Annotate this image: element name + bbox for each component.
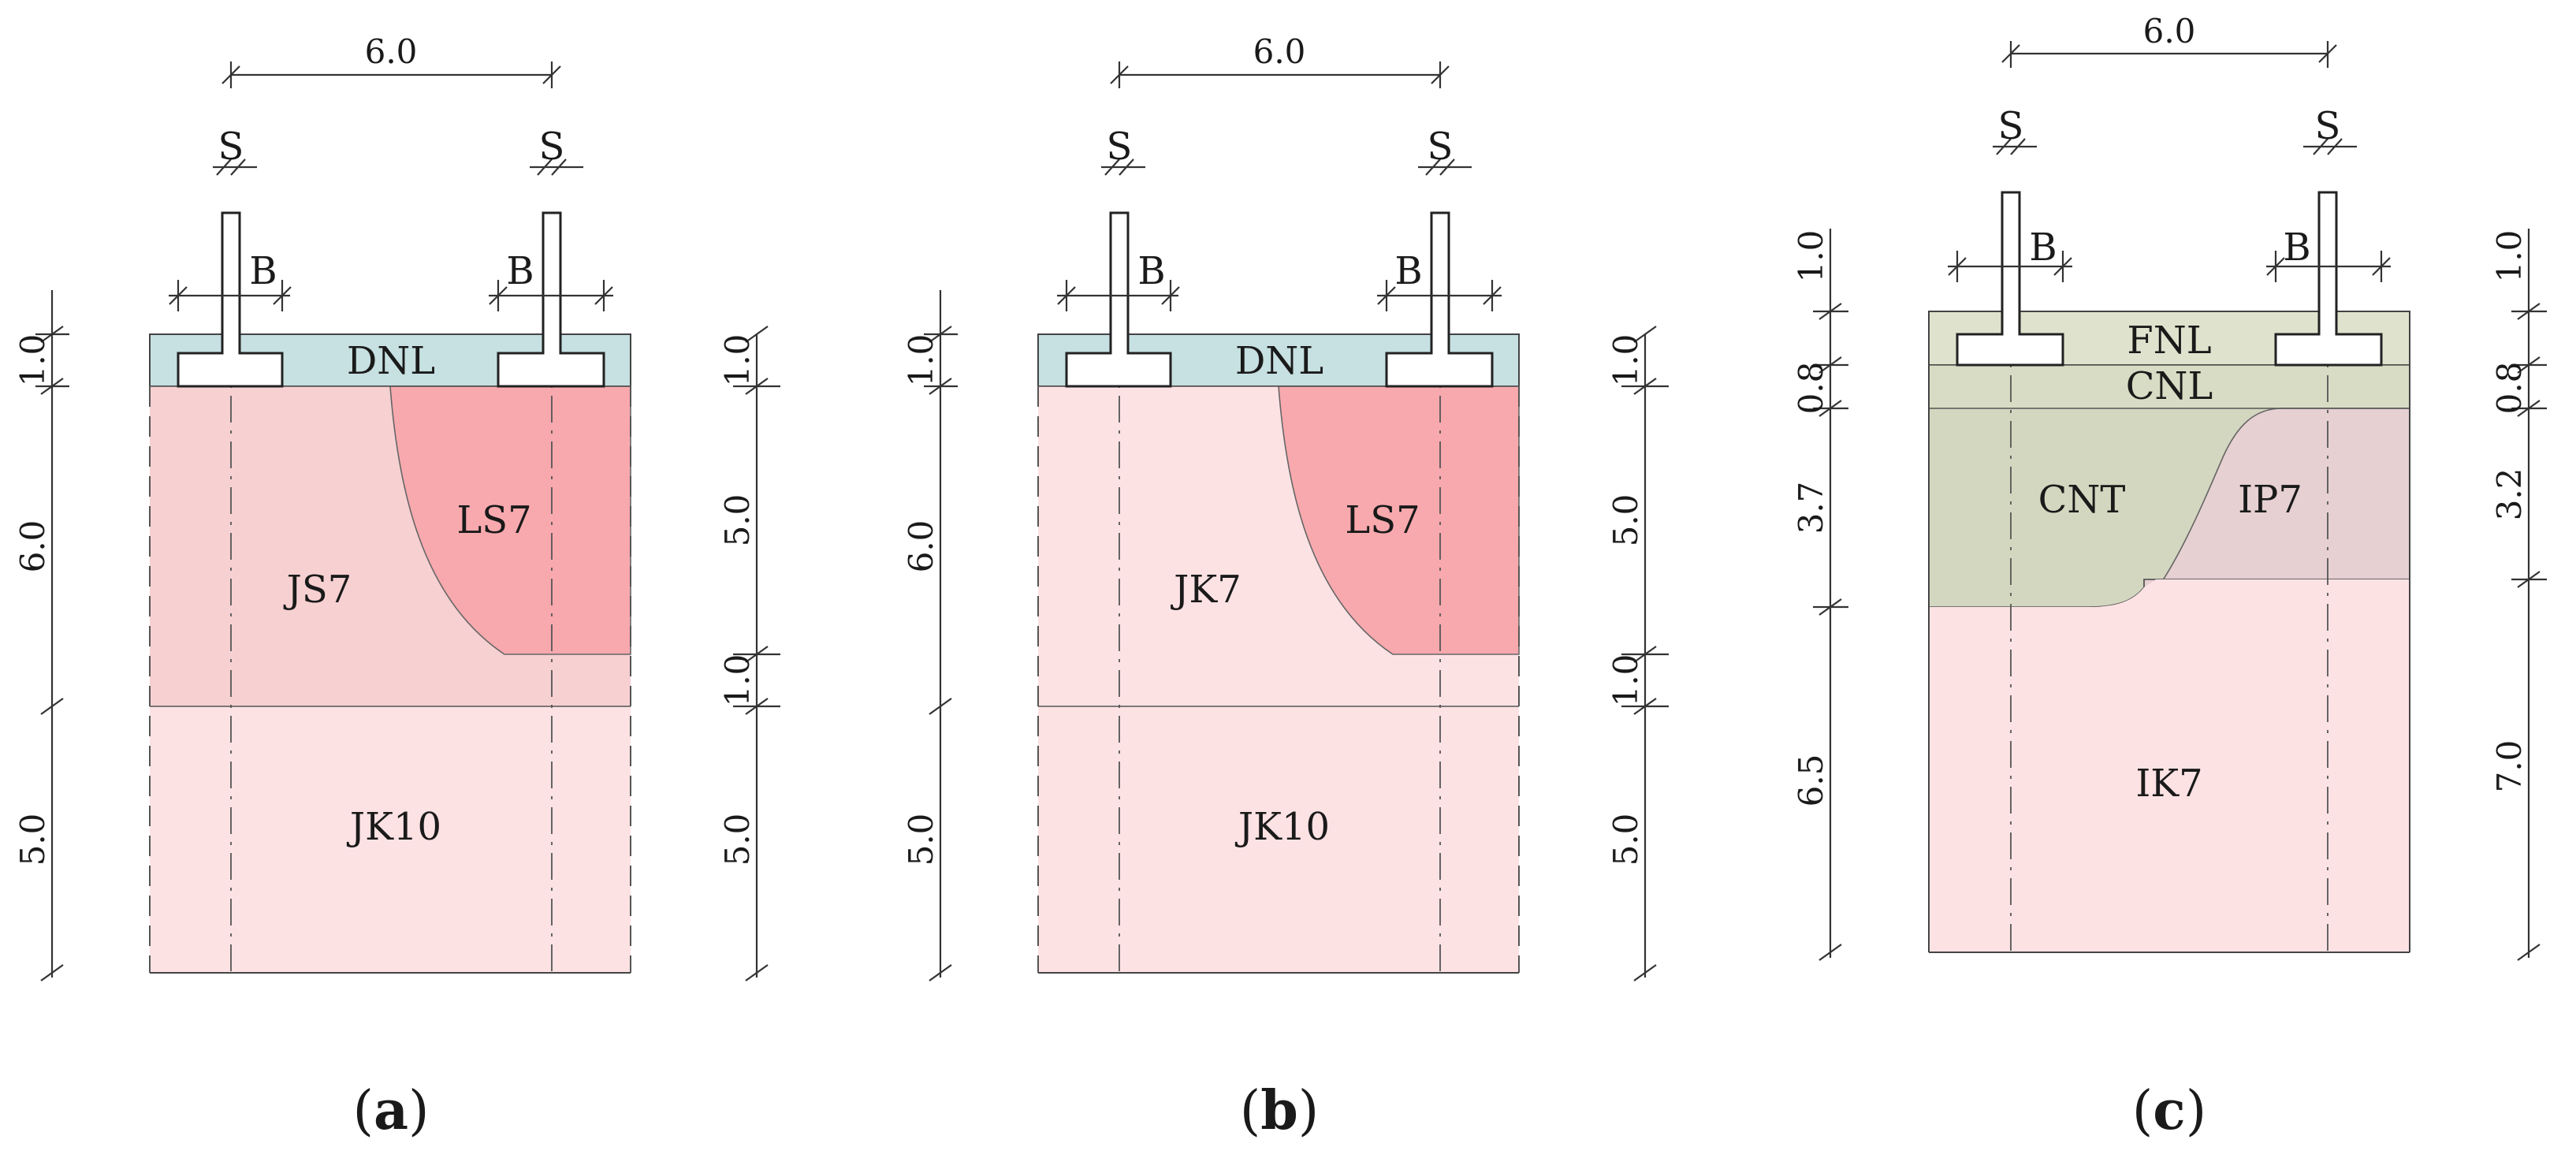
footing-right-a bbox=[497, 211, 605, 388]
right-dim-3-a: 1.0 bbox=[718, 654, 757, 707]
label-ik7-c: IK7 bbox=[2135, 762, 2202, 806]
left-dim-2-a: 6.0 bbox=[13, 520, 52, 573]
right-dim-1-c: 1.0 bbox=[2490, 230, 2529, 283]
label-fnl-c: FNL bbox=[2127, 318, 2211, 363]
panel-c: 6.0 S S B B FNL CNL CNT IP7 IK7 1.0 0.8 … bbox=[1792, 12, 2547, 1142]
footing-right-c bbox=[2274, 191, 2383, 367]
b-label-left-c: B bbox=[2029, 225, 2057, 270]
caption-a: (a) bbox=[352, 1079, 429, 1142]
left-dim-2-b: 6.0 bbox=[902, 520, 940, 573]
footing-left-b bbox=[1065, 211, 1172, 388]
layer-bottom-b bbox=[1038, 706, 1519, 973]
caption-c: (c) bbox=[2132, 1079, 2206, 1142]
top-dim-label-c: 6.0 bbox=[2143, 12, 2196, 50]
panel-b: 6.0 S S B B DNL JK7 LS7 JK10 1.0 6.0 5.0 bbox=[902, 32, 1669, 1142]
s-label-right-c: S bbox=[2315, 104, 2341, 148]
right-dim-4-a: 5.0 bbox=[718, 814, 757, 866]
layer-bottom-a bbox=[150, 706, 631, 973]
label-lens-a: LS7 bbox=[456, 498, 531, 542]
left-dim-2-c: 0.8 bbox=[1792, 362, 1830, 415]
label-main-a: JS7 bbox=[283, 568, 352, 612]
footing-left-a bbox=[177, 211, 284, 388]
label-lens-b: LS7 bbox=[1345, 498, 1420, 542]
s-label-right-b: S bbox=[1428, 125, 1454, 169]
right-dim-4-c: 7.0 bbox=[2490, 740, 2529, 793]
right-dim-2-c: 0.8 bbox=[2490, 362, 2529, 415]
right-dim-1-b: 1.0 bbox=[1606, 334, 1645, 387]
left-dim-3-a: 5.0 bbox=[13, 814, 52, 866]
b-label-left-a: B bbox=[249, 249, 277, 293]
label-ip7-c: IP7 bbox=[2238, 478, 2302, 522]
label-top-b: DNL bbox=[1235, 339, 1323, 383]
left-dim-1-c: 1.0 bbox=[1792, 230, 1830, 283]
left-dim-3-c: 3.7 bbox=[1792, 482, 1830, 534]
s-label-left-a: S bbox=[218, 125, 244, 169]
right-dim-3-c: 3.2 bbox=[2490, 468, 2529, 521]
label-bottom-b: JK10 bbox=[1234, 805, 1330, 849]
left-dim-4-c: 6.5 bbox=[1792, 754, 1830, 807]
right-dim-2-a: 5.0 bbox=[718, 494, 757, 547]
top-dim-label-a: 6.0 bbox=[365, 32, 418, 71]
lens-shape-b bbox=[1278, 385, 1520, 655]
b-label-right-b: B bbox=[1394, 249, 1422, 293]
label-bottom-a: JK10 bbox=[346, 805, 441, 849]
label-cnt-c: CNT bbox=[2038, 478, 2126, 522]
label-main-b: JK7 bbox=[1170, 568, 1241, 612]
right-dim-2-b: 5.0 bbox=[1606, 494, 1645, 547]
b-label-right-a: B bbox=[506, 249, 534, 293]
caption-b: (b) bbox=[1240, 1079, 1320, 1142]
right-dim-4-b: 5.0 bbox=[1606, 814, 1645, 866]
footing-right-b bbox=[1385, 211, 1494, 388]
right-dim-1-a: 1.0 bbox=[718, 334, 757, 387]
s-label-right-a: S bbox=[539, 125, 565, 169]
footing-left-c bbox=[1956, 191, 2064, 367]
left-dim-3-b: 5.0 bbox=[902, 814, 940, 866]
layer-ik7-c bbox=[1929, 579, 2410, 952]
b-label-left-b: B bbox=[1137, 249, 1165, 293]
left-dim-1-b: 1.0 bbox=[902, 334, 940, 387]
lens-shape-a bbox=[389, 385, 631, 655]
b-label-right-c: B bbox=[2283, 225, 2310, 270]
s-label-left-b: S bbox=[1107, 125, 1133, 169]
layer-cnl-c bbox=[1929, 365, 2410, 408]
left-dim-1-a: 1.0 bbox=[13, 334, 52, 387]
panel-a: 6.0 S S B B DNL JS7 LS7 JK10 1.0 6.0 5.0 bbox=[13, 32, 780, 1142]
top-dim-label-b: 6.0 bbox=[1253, 32, 1306, 71]
label-cnl-c: CNL bbox=[2126, 364, 2213, 408]
s-label-left-c: S bbox=[1998, 104, 2024, 148]
right-dim-3-b: 1.0 bbox=[1606, 654, 1645, 707]
label-top-a: DNL bbox=[347, 339, 435, 383]
